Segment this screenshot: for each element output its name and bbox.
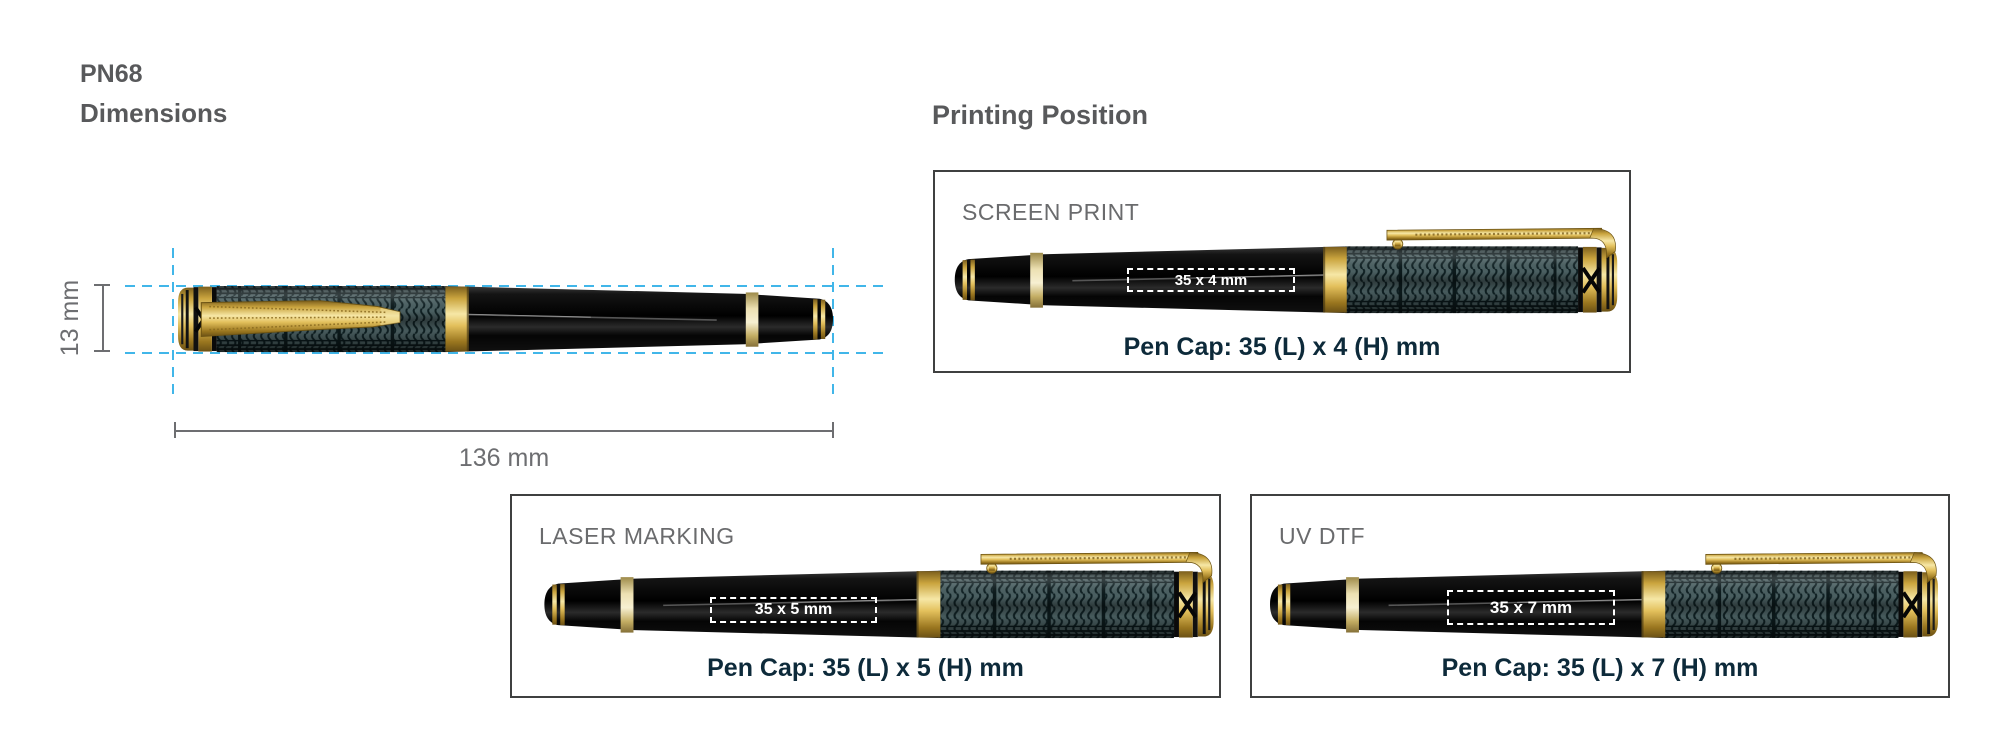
guide-line-top: [125, 285, 890, 287]
product-code: PN68: [80, 60, 143, 88]
barrel-gold-band: [745, 292, 759, 347]
panel-screen-print-caption: Pen Cap: 35 (L) x 4 (H) mm: [1123, 333, 1441, 361]
tail-gold-ring: [962, 260, 968, 300]
pen-clip: [200, 300, 401, 338]
barrel-gold-band: [1030, 252, 1043, 308]
pen-body: [447, 286, 833, 353]
tail-gold-ring: [560, 584, 565, 626]
measure-tick: [832, 422, 834, 438]
pen-clip: [1705, 552, 1937, 584]
print-area-laser-marking: 35 x 5 mm: [710, 597, 877, 623]
cap-finial: [1898, 571, 1938, 638]
panel-uv-dtf-caption: Pen Cap: 35 (L) x 7 (H) mm: [1441, 654, 1759, 682]
print-area-uv-dtf-label: 35 x 7 mm: [1489, 597, 1573, 617]
fountain-pen-graphic: [1270, 552, 1938, 638]
barrel-gold-band: [1346, 577, 1359, 633]
height-dimension-label: 13 mm: [55, 279, 84, 357]
tail-gold-ring: [552, 584, 557, 625]
tail-gold-ring: [1277, 584, 1283, 625]
guide-line-left: [172, 248, 174, 400]
fountain-pen-graphic: [954, 227, 1618, 314]
pen-image: [1270, 542, 1938, 641]
pen-clip: [980, 551, 1213, 584]
pen-image: [954, 218, 1618, 316]
pen-cap: [1641, 570, 1899, 638]
tail-gold-ring: [820, 299, 826, 339]
tail-gold-ring: [970, 259, 975, 301]
cap-finial: [1578, 246, 1618, 313]
guide-line-bottom: [125, 352, 890, 354]
tail-gold-ring: [813, 299, 818, 340]
fountain-pen-graphic: [544, 551, 1214, 639]
length-measure-line: [175, 430, 833, 432]
pen-cap: [916, 570, 1175, 639]
panel-uv-dtf-label: UV DTF: [1279, 523, 1366, 549]
pen-clip: [1386, 227, 1616, 259]
pen-cap: [1323, 246, 1579, 314]
cap-lip-gold-band: [445, 286, 469, 352]
cap-finial: [1174, 571, 1214, 638]
panel-laser-marking-caption: Pen Cap: 35 (L) x 5 (H) mm: [707, 654, 1024, 682]
tail-gold-ring: [1285, 584, 1291, 626]
print-area-laser-marking-label: 35 x 5 mm: [754, 601, 833, 618]
guide-line-right: [832, 248, 834, 400]
height-measure-line: [102, 286, 104, 351]
measure-tick: [94, 284, 110, 286]
printing-position-heading: Printing Position: [932, 100, 1148, 130]
pen-body: [954, 246, 1345, 314]
measure-tick: [94, 350, 110, 352]
dimensions-heading: Dimensions: [80, 98, 228, 128]
print-area-screen-print: 35 x 4 mm: [1127, 268, 1295, 292]
cap-lip-gold-band: [1323, 246, 1347, 313]
panel-screen-print-label: SCREEN PRINT: [962, 199, 1140, 225]
print-area-screen-print-label: 35 x 4 mm: [1174, 271, 1248, 289]
fountain-pen-graphic: [178, 286, 833, 353]
measure-tick: [174, 422, 176, 438]
print-area-uv-dtf: 35 x 7 mm: [1447, 590, 1615, 625]
panel-laser-marking-label: LASER MARKING: [539, 523, 735, 549]
barrel-gold-band: [620, 577, 634, 633]
cap-lip-gold-band: [1641, 571, 1666, 638]
length-dimension-label: 136 mm: [458, 444, 550, 472]
pen-body: [1270, 570, 1664, 638]
pen-image: [178, 258, 833, 355]
cap-lip-gold-band: [916, 571, 941, 638]
pen-image: [543, 542, 1215, 641]
